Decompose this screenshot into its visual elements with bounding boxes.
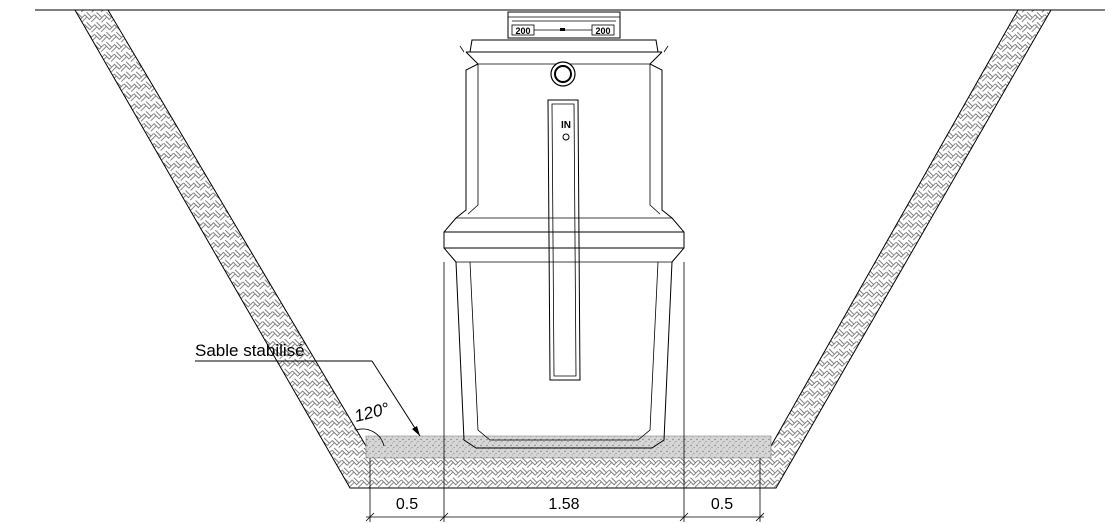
cover-dim-right-label: 200 bbox=[595, 26, 610, 36]
sand-callout-label: Sable stabilisé bbox=[195, 341, 305, 360]
tank: 200 200 IN bbox=[443, 11, 685, 449]
dim-left-clearance: 0.5 bbox=[396, 496, 418, 513]
tank-upper-body bbox=[443, 51, 685, 449]
backfill-zone bbox=[74, 9, 1052, 489]
dimension-lines: 0.5 1.58 0.5 bbox=[365, 262, 765, 522]
inlet-mark-label: IN bbox=[561, 120, 571, 131]
angle-label: 120° bbox=[352, 399, 391, 426]
dim-right-clearance: 0.5 bbox=[711, 496, 733, 513]
sand-callout: Sable stabilisé bbox=[195, 341, 421, 437]
tank-rib bbox=[547, 99, 581, 381]
sand-bed bbox=[365, 435, 772, 459]
cover-dim-left-label: 200 bbox=[515, 26, 530, 36]
dim-tank-width: 1.58 bbox=[548, 496, 579, 513]
